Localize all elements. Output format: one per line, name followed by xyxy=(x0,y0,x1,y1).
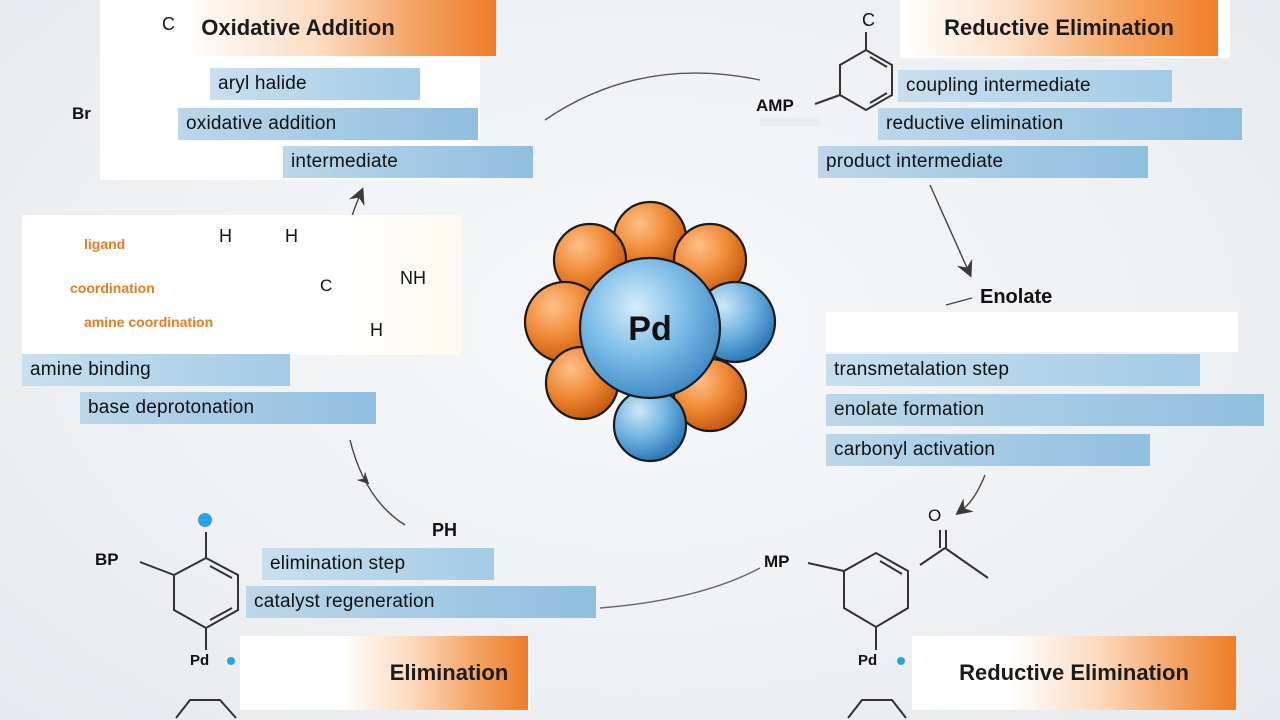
atom-h-1: H xyxy=(219,226,232,246)
enolate-dash xyxy=(945,297,973,306)
label-middle-right-2: enolate formation xyxy=(826,394,1264,426)
atom-pd-bottom-left: Pd xyxy=(190,652,210,669)
banner-elimination-text: Elimination xyxy=(389,660,509,685)
banner-reductive-elimination-bottom-text: Reductive Elimination xyxy=(959,660,1189,685)
banner-reductive-elimination-top-text: Reductive Elimination xyxy=(944,15,1174,40)
blue-dot-bottom-right xyxy=(897,657,905,665)
cycle-arrow-right-upper xyxy=(929,184,973,278)
atom-pd-bottom-right: Pd xyxy=(858,652,878,669)
cycle-arrow-right-lower xyxy=(955,474,986,516)
orange-label-1: ligand xyxy=(84,236,126,252)
orange-label-2: coordination xyxy=(70,280,155,296)
label-top-left-2: oxidative addition xyxy=(178,108,478,140)
banner-oxidative-addition: Oxidative Addition xyxy=(100,0,496,56)
pd-core-label: Pd xyxy=(628,310,671,348)
atom-amp-top-right: AMP xyxy=(756,96,794,115)
atom-on: O xyxy=(928,506,942,525)
banner-reductive-elimination-top: Reductive Elimination xyxy=(900,0,1218,56)
atom-c-top-left: C xyxy=(162,14,175,34)
label-middle-left-2: base deprotonation xyxy=(80,392,376,424)
cycle-arrow-bottom xyxy=(599,567,761,609)
cycle-arrow-left-lower xyxy=(349,439,406,526)
chain-atom-c: C xyxy=(320,276,333,295)
banner-reductive-elimination-bottom: Reductive Elimination xyxy=(912,636,1236,710)
atom-c-top-right: C xyxy=(862,10,875,30)
label-top-right-3: product intermediate xyxy=(818,146,1148,178)
label-middle-right-1: transmetalation step xyxy=(826,354,1200,386)
cycle-arrow-top xyxy=(544,72,761,121)
benzene-ring-bottom-left xyxy=(139,532,239,719)
card-top-right-labels xyxy=(760,118,820,126)
card-middle-left xyxy=(22,215,462,355)
label-top-right-1: coupling intermediate xyxy=(898,70,1172,102)
atom-nh: NH xyxy=(400,268,426,288)
atom-br-top-left: Br xyxy=(72,104,91,123)
atom-ph: PH xyxy=(432,520,458,540)
atom-h-3: H xyxy=(370,320,383,340)
benzene-ring-top-right xyxy=(814,32,893,112)
label-top-left-3: intermediate xyxy=(283,146,533,178)
label-top-left-1: aryl halide xyxy=(210,68,420,100)
atom-mp: MP xyxy=(764,552,790,571)
label-middle-left-1: amine binding xyxy=(22,354,290,386)
label-top-right-2: reductive elimination xyxy=(878,108,1242,140)
benzene-ring-bottom-right xyxy=(807,530,989,719)
pd-cluster xyxy=(523,200,777,463)
blue-dot-bottom-left xyxy=(198,513,212,527)
enolate-title: Enolate xyxy=(980,286,1053,308)
banner-oxidative-addition-text: Oxidative Addition xyxy=(201,15,395,40)
atom-h-2: H xyxy=(285,226,298,246)
label-middle-right-3: carbonyl activation xyxy=(826,434,1150,466)
atom-bp: BP xyxy=(95,550,119,569)
label-bottom-left-2: catalyst regeneration xyxy=(246,586,596,618)
card-middle-right xyxy=(826,312,1238,352)
banner-elimination: Elimination xyxy=(240,636,528,710)
orange-label-3: amine coordination xyxy=(84,314,214,330)
label-bottom-left-1: elimination step xyxy=(262,548,494,580)
blue-dot-small xyxy=(227,657,235,665)
